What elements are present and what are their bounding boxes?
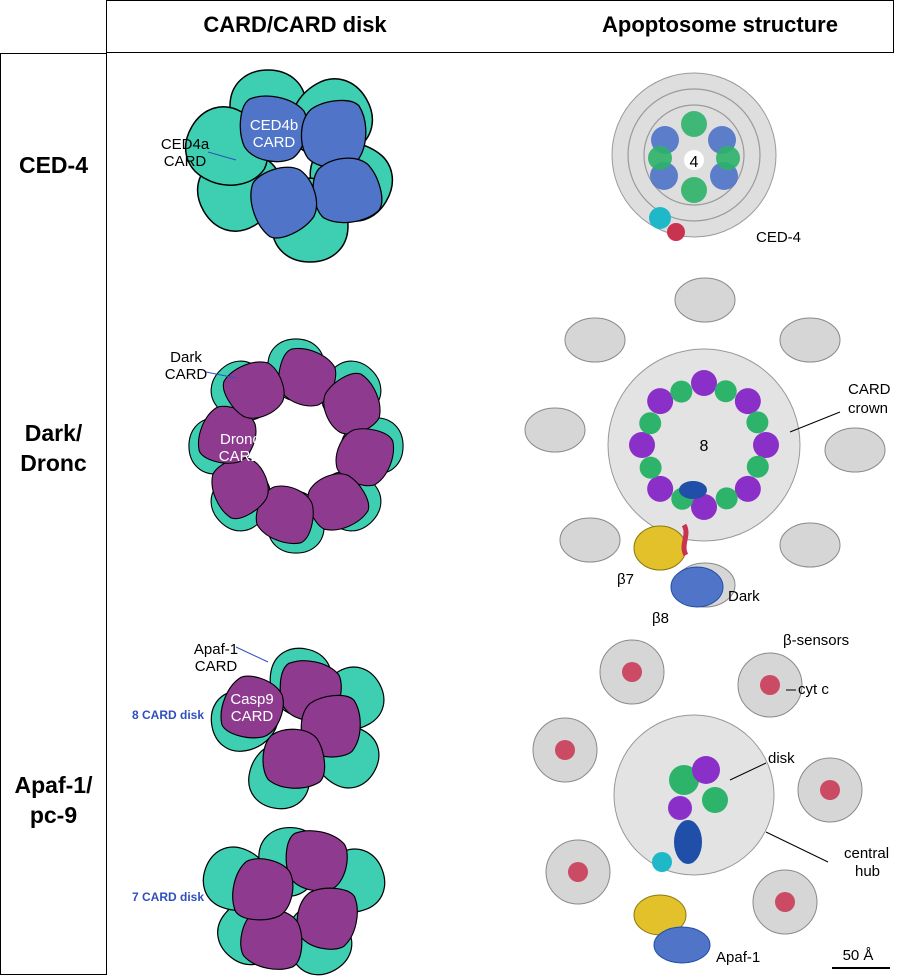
dark-center-number: 8 (700, 438, 709, 455)
dark-apoptosome-structure: 8 CARD crown β7 β8 Dark (524, 277, 891, 627)
disk-caption-7: 7 CARD disk (132, 890, 204, 904)
beta-sensors-label: β-sensors (783, 632, 849, 649)
dark-dronc-card-disk: Dronc CARD Dark CARD (165, 338, 404, 554)
ced4-structure-label: CED-4 (756, 229, 801, 246)
hub-label-2: hub (855, 863, 880, 880)
dark-label-2: CARD (165, 366, 208, 383)
row-label-apaf1: Apaf-1/ pc-9 (14, 772, 93, 828)
casp9-card-shape (296, 887, 358, 950)
disk-label: disk (768, 750, 795, 767)
apaf1-apoptosome-structure: β-sensors cyt c disk central hub Apaf-1 … (532, 632, 890, 969)
ced4-center-number: 4 (690, 154, 699, 171)
crown-label-1: CARD (848, 381, 891, 398)
casp9-label-1: Casp9 (230, 691, 273, 708)
ced4a-label-2: CARD (164, 153, 207, 170)
casp9-card-shape (232, 858, 294, 921)
dark-structure-label: Dark (728, 588, 760, 605)
crown-label-2: crown (848, 400, 888, 417)
apaf1-7-card-disk: 7 CARD disk (132, 826, 394, 978)
header-apoptosome: Apoptosome structure (602, 12, 838, 37)
hub-label-1: central (844, 845, 889, 862)
casp9-card-shape (285, 830, 348, 892)
hub-leader (765, 831, 829, 863)
disk-leader (729, 762, 767, 781)
dronc-label-2: CARD (219, 448, 262, 465)
ced4a-leader (207, 151, 237, 161)
casp9-label-2: CARD (231, 708, 274, 725)
crown-leader (789, 411, 841, 433)
ced4-card-disk: CED4b CARD CED4a CARD (161, 65, 407, 263)
ced4b-label-2: CARD (253, 134, 296, 151)
apaf1-8-card-disk: Casp9 CARD Apaf-1 CARD 8 CARD disk (132, 641, 395, 814)
dronc-label-1: Dronc (220, 431, 261, 448)
beta7-label: β7 (617, 571, 634, 588)
dark-label-1: Dark (170, 349, 202, 366)
ced4a-label-1: CED4a (161, 136, 210, 153)
row-label-column (0, 53, 107, 975)
apaf1-leader (235, 646, 269, 663)
beta8-label: β8 (652, 610, 669, 627)
header-box (106, 0, 894, 53)
ced4b-label-1: CED4b (250, 117, 298, 134)
dark-leader (205, 371, 237, 379)
apaf1-label-1: Apaf-1 (194, 641, 238, 658)
disk-caption-8: 8 CARD disk (132, 708, 204, 722)
row-label-dark-dronc: Dark/ Dronc (20, 420, 87, 476)
header-card-disk: CARD/CARD disk (203, 12, 387, 37)
scale-bar-label: 50 Å (843, 947, 874, 964)
cytc-label: cyt c (798, 681, 829, 698)
apaf1-label-2: CARD (195, 658, 238, 675)
apaf1-structure-label: Apaf-1 (716, 949, 760, 966)
row-label-ced4: CED-4 (18, 152, 88, 178)
ced4-apoptosome-structure: 4 CED-4 (611, 72, 801, 246)
